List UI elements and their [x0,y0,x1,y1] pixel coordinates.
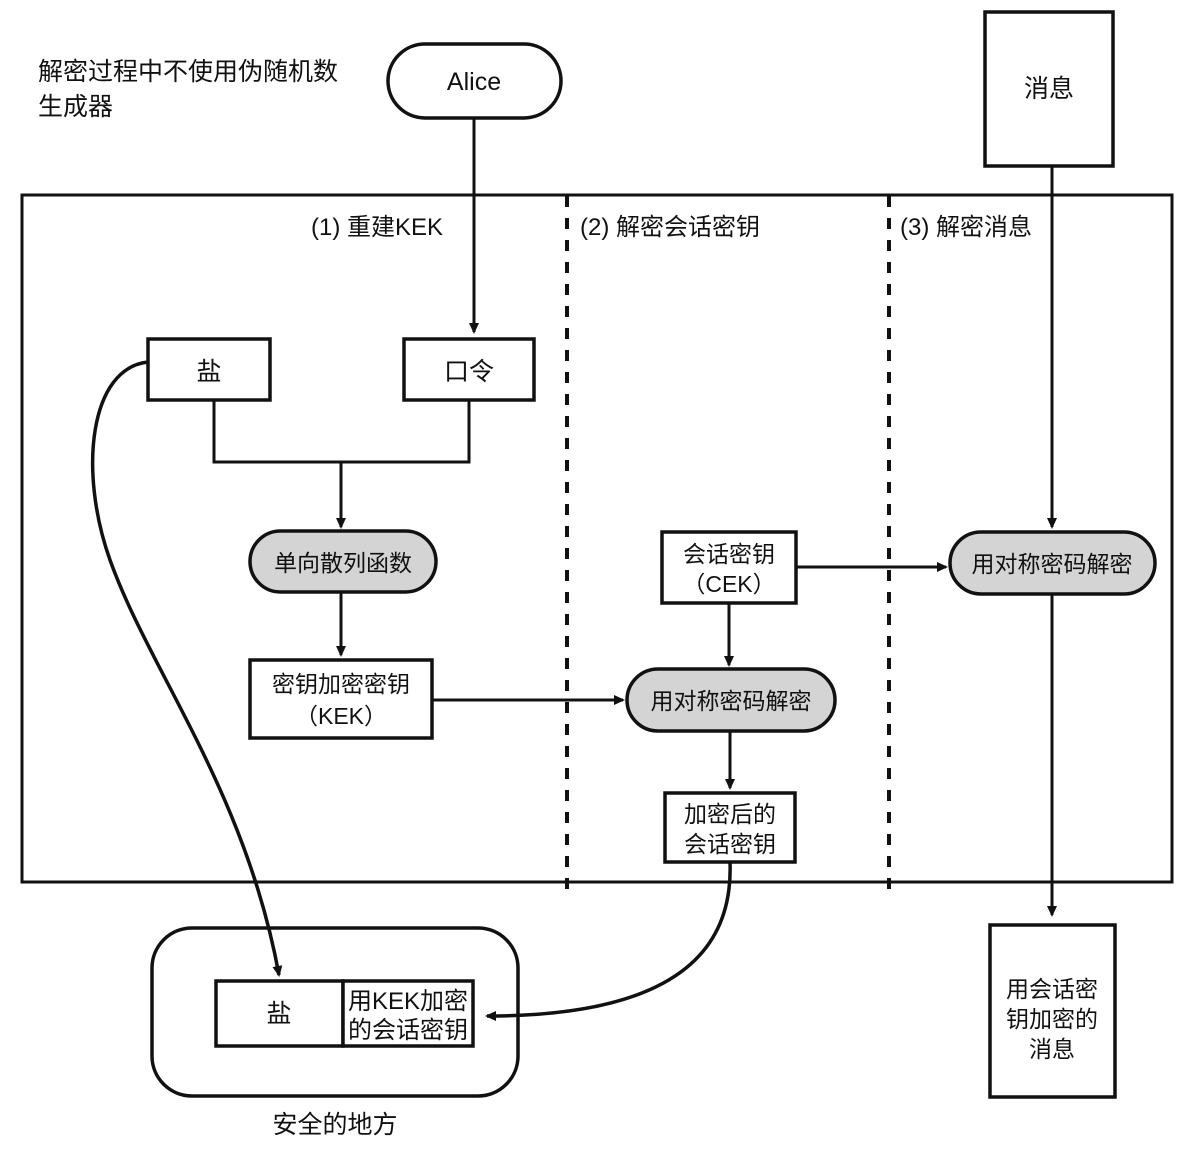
secure-storage-title: 安全的地方 [272,1111,397,1139]
encrypted-cek-box [663,791,797,864]
secure-storage-cell-encrypted-cek [341,979,475,1048]
caption-line-1: 解密过程中不使用伪随机数 [38,58,338,86]
section-label-1: (1) 重建KEK [311,214,443,241]
hash-function-node [248,529,438,594]
kek-box [248,658,434,740]
salt-label: 盐 [196,358,221,386]
secure-storage-cell-encrypted-cek-line-2: 的会话密钥 [348,1017,468,1044]
encrypted-cek-line-1: 加密后的 [684,801,776,827]
encrypted-message-box [988,923,1117,1099]
message-source-box [983,10,1115,168]
kek-label-line-1: 密钥加密密钥 [272,671,410,697]
cek-label-line-1: 会话密钥 [683,541,775,567]
encrypted-message-line-1: 用会话密 [1006,976,1098,1002]
cek-label-line-2: （CEK） [682,571,775,597]
edge-password-to-join [341,400,471,464]
hash-function-label: 单向散列函数 [274,550,412,576]
edge-secure-salt-to-salt-box [90,360,283,977]
kek-label-line-2: （KEK） [295,703,387,729]
alice-label: Alice [447,68,501,96]
secure-storage-cell-salt [214,979,345,1048]
salt-box [146,337,272,402]
section-label-3: (3) 解密消息 [900,214,1032,241]
secure-storage-cell-salt-label: 盐 [266,1000,291,1028]
edge-encrypted-cek-to-secure-storage [485,861,732,1021]
encrypted-message-line-3: 消息 [1029,1036,1075,1062]
password-box [402,337,536,402]
caption-line-2: 生成器 [38,93,113,121]
encrypted-cek-line-2: 会话密钥 [684,831,776,857]
decrypt-middle-label: 用对称密码解密 [651,688,812,714]
decrypt-right-label: 用对称密码解密 [972,551,1133,577]
section-label-2: (2) 解密会话密钥 [580,214,760,241]
message-source-label: 消息 [1024,75,1074,103]
secure-storage-cell-encrypted-cek-line-1: 用KEK加密 [348,988,468,1015]
edge-salt-to-join [212,400,341,464]
process-frame [20,193,1174,884]
cek-box [660,530,798,605]
encrypted-message-line-2: 钥加密的 [1006,1006,1098,1032]
password-label: 口令 [444,358,494,386]
